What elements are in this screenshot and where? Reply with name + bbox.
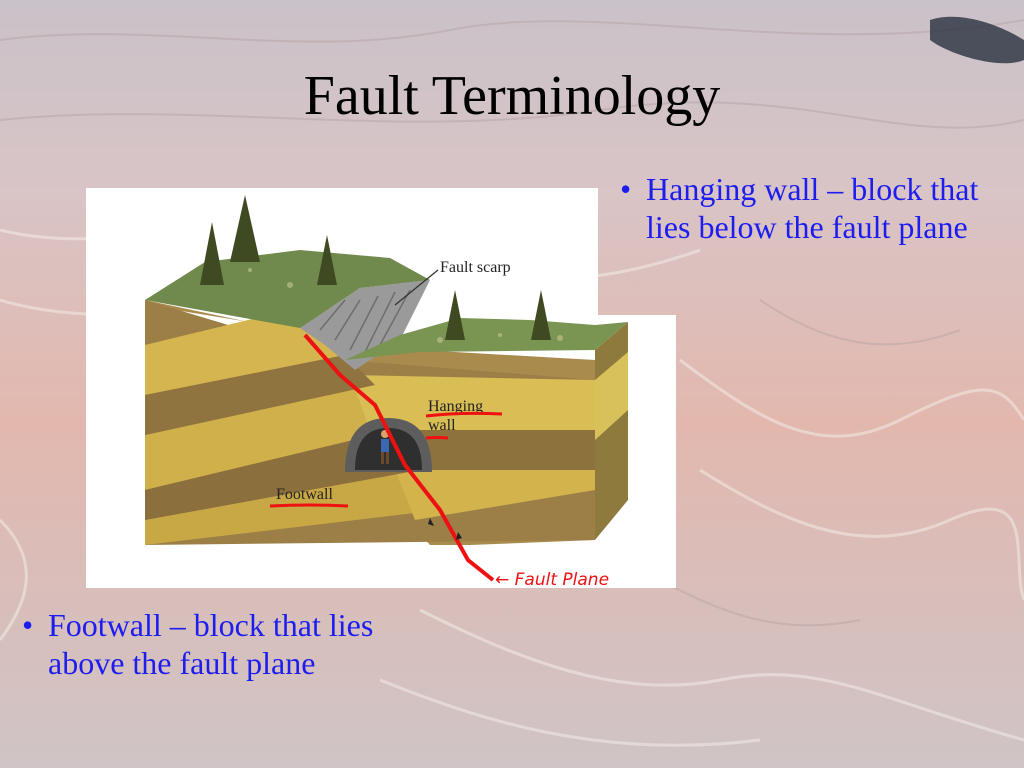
hanging-wall-label-line2: wall: [428, 417, 456, 434]
hanging-wall-label-line1: Hanging: [428, 398, 483, 415]
hanging-wall-underline: [425, 411, 503, 418]
slide-title: Fault Terminology: [303, 65, 721, 127]
bullet-footwall: Footwall – block that lies above the fau…: [22, 606, 402, 682]
tree-icons: [200, 195, 551, 340]
right-bullet-list: Hanging wall – block that lies below the…: [620, 170, 1015, 246]
bullet-hanging-wall: Hanging wall – block that lies below the…: [620, 170, 1015, 246]
left-bullet-list: Footwall – block that lies above the fau…: [22, 606, 402, 682]
fault-scarp-label: Fault scarp: [440, 259, 511, 276]
footwall-underline: [269, 503, 349, 508]
footwall-label: Footwall: [276, 486, 333, 503]
lower-ground-surface: [345, 318, 628, 360]
fault-plane-line: [303, 333, 495, 582]
fault-plane-annotation: ← Fault Plane: [495, 570, 609, 590]
